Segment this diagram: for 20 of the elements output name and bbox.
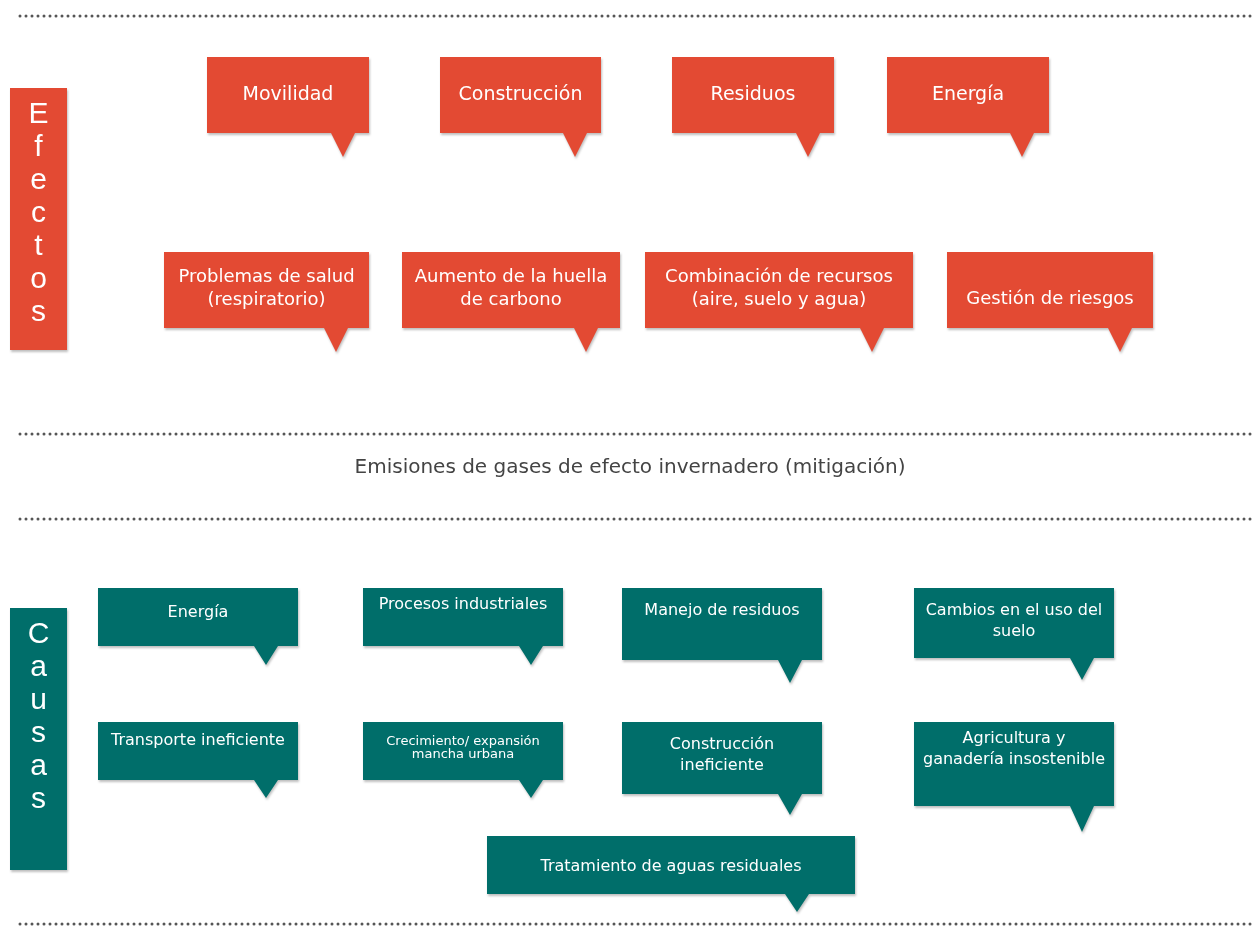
callout-text: Combinación de recursos (aire, suelo y agua) xyxy=(664,264,894,311)
callout-text: Gestión de riesgos xyxy=(965,286,1135,310)
callout-text: Movilidad xyxy=(241,81,335,106)
section-title: Efectos xyxy=(27,96,50,327)
callout-text: Residuos xyxy=(709,81,797,106)
callout-text: Problemas de salud (respiratorio) xyxy=(177,264,356,311)
callout-text: Agricultura y ganadería insostenible xyxy=(922,728,1106,770)
callout-text: Cambios en el uso del suelo xyxy=(924,600,1104,642)
callout-text: Energía xyxy=(166,602,230,623)
callout-text: Tratamiento de aguas residuales xyxy=(539,856,803,877)
callout-text: Crecimiento/ expansión mancha urbana xyxy=(385,734,541,760)
callout-text: Construcción ineficiente xyxy=(668,734,776,776)
callout-text: Construcción xyxy=(457,81,584,106)
callout-text: Manejo de residuos xyxy=(643,600,801,621)
section-title: Causas xyxy=(27,616,50,814)
callout-text: Aumento de la huella de carbono xyxy=(413,264,609,311)
callout-text: Procesos industriales xyxy=(377,594,549,615)
section-heading: Emisiones de gases de efecto invernadero (mitigación) xyxy=(353,453,907,480)
callout-text: Energía xyxy=(930,81,1006,106)
callout-text: Transporte ineficiente xyxy=(110,730,286,751)
